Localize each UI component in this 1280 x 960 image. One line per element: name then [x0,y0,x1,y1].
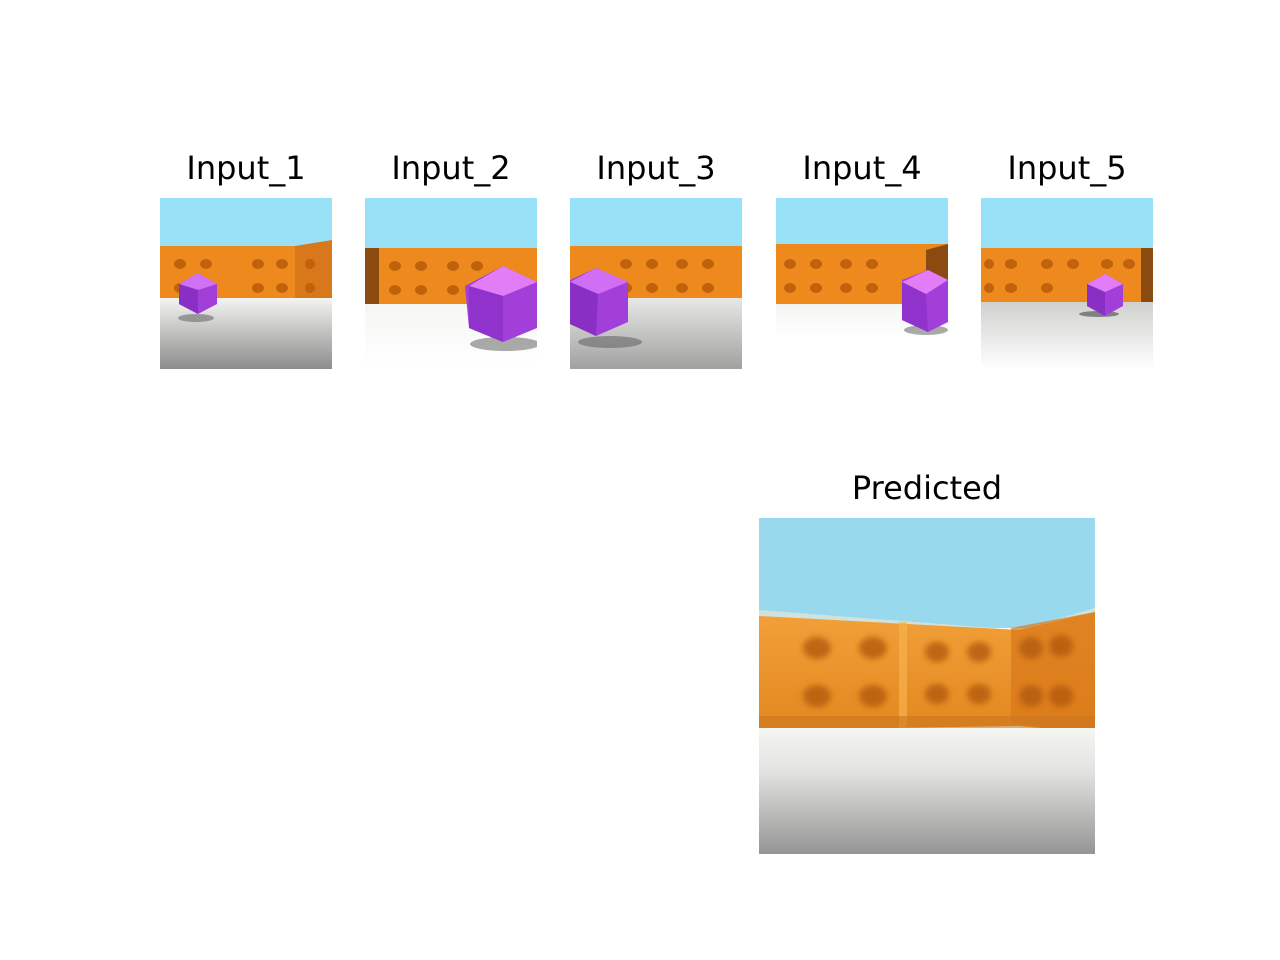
icosahedron-object-icon [902,270,948,332]
3d-scene-view-icon [570,198,742,369]
scene-image [160,198,332,369]
predicted-scene-image [759,518,1095,854]
input-panel-1: Input_1 [160,148,332,369]
input-panel-2: Input_2 [365,148,537,369]
3d-scene-view-icon [160,198,332,369]
panel-title: Input_5 [1007,149,1127,187]
scene-image [570,198,742,369]
scene-image [365,198,537,369]
input-panel-5: Input_5 [981,148,1153,369]
predicted-panel: Predicted [759,468,1095,854]
panel-title: Input_4 [802,149,922,187]
input-panel-4: Input_4 [776,148,948,369]
3d-scene-view-icon [776,198,948,369]
scene-image [981,198,1153,369]
panel-title: Input_3 [596,149,716,187]
panel-title: Predicted [851,469,1003,507]
panel-title: Input_2 [391,149,511,187]
icosahedron-object-icon [570,268,628,336]
icosahedron-object-icon [179,273,217,314]
3d-scene-view-icon [981,198,1153,369]
panel-title: Input_1 [186,149,306,187]
input-panel-3: Input_3 [570,148,742,369]
3d-scene-view-icon [759,518,1095,854]
icosahedron-object-icon [465,266,537,342]
3d-scene-view-icon [365,198,537,369]
icosahedron-object-icon [1087,274,1123,316]
scene-image [776,198,948,369]
